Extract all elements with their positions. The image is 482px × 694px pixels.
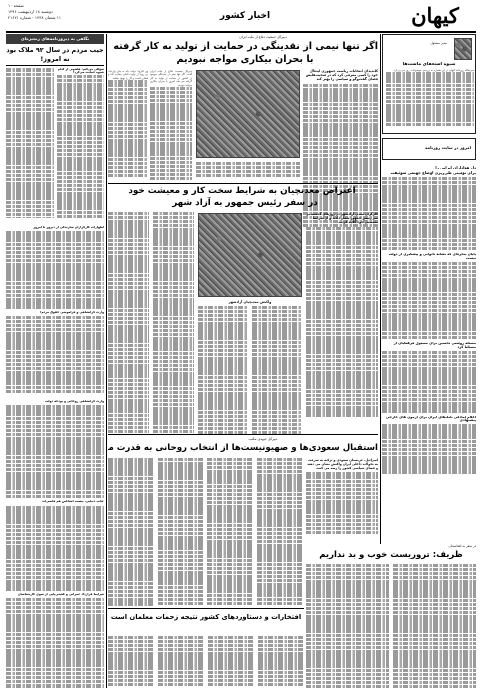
zarif-headline: ظریف: تروریست خوب و بد نداریم: [319, 550, 463, 560]
left-column: نگاهی به دیروزنامه‌های زنجیره‌ای جیب مرد…: [6, 34, 104, 688]
left-body-2: اظهارات کارگزاران سازندگی از دیروز تا ام…: [6, 224, 104, 394]
second-body-col-b: [108, 212, 194, 434]
left-q6: شرایط قرارداد عمرانی و کشتی‌پایی از سوی …: [17, 592, 104, 596]
bottom-kicker: دبیرکل جبهه‌ی مکتب: [248, 437, 278, 441]
left-box-rule: [6, 65, 104, 66]
date-line: دوشنبه ۱۸ اردیبهشت ۱۳۹۶: [8, 9, 53, 14]
editorial-tag: مدیر مسئول: [430, 41, 447, 45]
editorial-title: شیوه استعفای ماست‌ها: [402, 62, 456, 67]
left-q1: سؤالی می‌کنم: هاشمی از کدام شیوه حمایت م…: [57, 68, 104, 75]
second-body-col-a: [198, 306, 302, 434]
left-body-3: وارث گرانشاهی روحانی و بودجه دولت عجب دن…: [6, 398, 104, 688]
second-lead-column: کارگران معدن آزادشهر در روزهای گذشته بر …: [306, 212, 378, 434]
second-photo: [198, 213, 302, 297]
main-lead-title: کاندیدای انتخابات ریاست جمهوری ایده‌آل خ…: [305, 69, 378, 82]
top-kicker: دبیرکل جمعیت دفاع از ملت ایران: [239, 35, 287, 39]
main-lead-column: کاندیدای انتخابات ریاست جمهوری ایده‌آل خ…: [303, 69, 378, 239]
bottom-lead-column: اسرائیل، عربستان سعودی و ترکیه به سرعت ب…: [306, 458, 378, 546]
main-body-col-b: دبیرکل جمعیت دفاع از ملت ایران گفت: اگر …: [150, 70, 192, 182]
main-photo: [196, 70, 300, 158]
left-box-sub-2: نه امروز!: [40, 55, 70, 63]
announcement-box: امروز در سایت روزنامه: [382, 138, 476, 160]
left-q3: وارث گرانشاهی و فراموشی حقوق مردم!: [39, 310, 104, 314]
bottom-headline: استقبال سعودی‌ها و صهیونیست‌ها از انتخاب…: [108, 443, 378, 453]
bottom-lead: اسرائیل، عربستان سعودی و ترکیه به سرعت ب…: [307, 458, 378, 471]
news-headline-5: اعلام آمادگی بانک‌های ایران برای آزمون ه…: [385, 415, 476, 423]
news-headline-1: دل هواداران ایرانی را: [435, 166, 476, 170]
left-box-title: نگاهی به دیروزنامه‌های زنجیره‌ای: [20, 36, 90, 41]
zarif-tag: در سفر به افغانستان: [448, 544, 476, 548]
announcement-title: امروز در سایت روزنامه: [425, 145, 471, 150]
zarif-body: [306, 564, 476, 688]
main-headline-2: با بحران بیکاری مواجه نبودیم: [176, 54, 314, 65]
left-q4: وارث گرانشاهی روحانی و بودجه دولت: [45, 400, 104, 403]
page-number: صفحه ۱۰: [8, 3, 24, 8]
right-column: مدیر مسئول شیوه استعفای ماست‌ها سرمقاله …: [382, 34, 476, 688]
main-headline-1: اگر تنها نیمی از نقدینگی در حمایت از تول…: [112, 41, 378, 52]
second-lead: کارگران معدن آزادشهر در روزهای گذشته بر …: [306, 212, 378, 225]
main-body-col-a: [196, 162, 300, 180]
right-news-list: دل هواداران ایرانی را برای نومینی طی‌ریز…: [382, 164, 476, 539]
bottom-body: [108, 458, 302, 606]
left-q2: اظهارات کارگزاران سازندگی از دیروز تا ام…: [33, 226, 104, 229]
main-body-col-c: وی افزود: دولت باید به جای واردات بی روی…: [108, 70, 148, 182]
news-headline-4: مسئله روشنی تحسین برای مسئول فرهنگیان از…: [393, 342, 476, 349]
second-headline-2: در سفر رئیس جمهور به آزاد شهر: [172, 198, 318, 208]
news-headline-3: پایان پنجره‌ای که نشانهٔ ناتوانی و پیشگی…: [388, 253, 476, 260]
editorial-body: سرمقاله روزنامه کیهان در این شماره به بر…: [386, 69, 474, 131]
news-headline-2: برای نومینی طی‌ریزی اوضاع جهنمی سوئیفت: [390, 171, 476, 175]
left-box-sub-1: جیب مردم در سال ۹۲ ملاک بود: [6, 46, 104, 54]
left-q5: عجب دنیایی، بیست اشخاص هم فاضی‌اند: [41, 500, 104, 504]
section-title: اخبار کشور: [219, 11, 271, 21]
masthead-rule: [6, 31, 476, 33]
sub-story-rule: [108, 608, 304, 609]
bottom-story-rule: [108, 434, 378, 435]
column-divider-right: [380, 34, 381, 544]
bottom-sub-headline: افتخارات و دستاوردهای کشور نتیجه زحمات م…: [110, 613, 302, 621]
second-story-rule: [108, 183, 378, 184]
masthead: کیهان اخبار کشور صفحه ۱۰ دوشنبه ۱۸ اردیب…: [0, 0, 482, 32]
left-body-1: سؤالی می‌کنم: هاشمی از کدام شیوه حمایت م…: [6, 68, 104, 218]
second-headline-1: اعتراض معدنچیان به شرایط سخت کار و معیشت…: [128, 186, 356, 196]
second-photo-caption: واکنش معدنچیان آزادشهر: [228, 300, 272, 304]
bottom-sub-body: [108, 636, 304, 688]
left-box-title-bar: نگاهی به دیروزنامه‌های زنجیره‌ای: [6, 34, 104, 44]
logo: کیهان: [411, 3, 459, 28]
issue-line: ۱۱ شعبان ۱۴۳۸ - شماره ۲۱۶۲۱: [8, 15, 61, 20]
column-divider-left: [106, 34, 107, 688]
editorial-box: مدیر مسئول شیوه استعفای ماست‌ها سرمقاله …: [382, 34, 476, 134]
author-photo: [454, 38, 472, 60]
